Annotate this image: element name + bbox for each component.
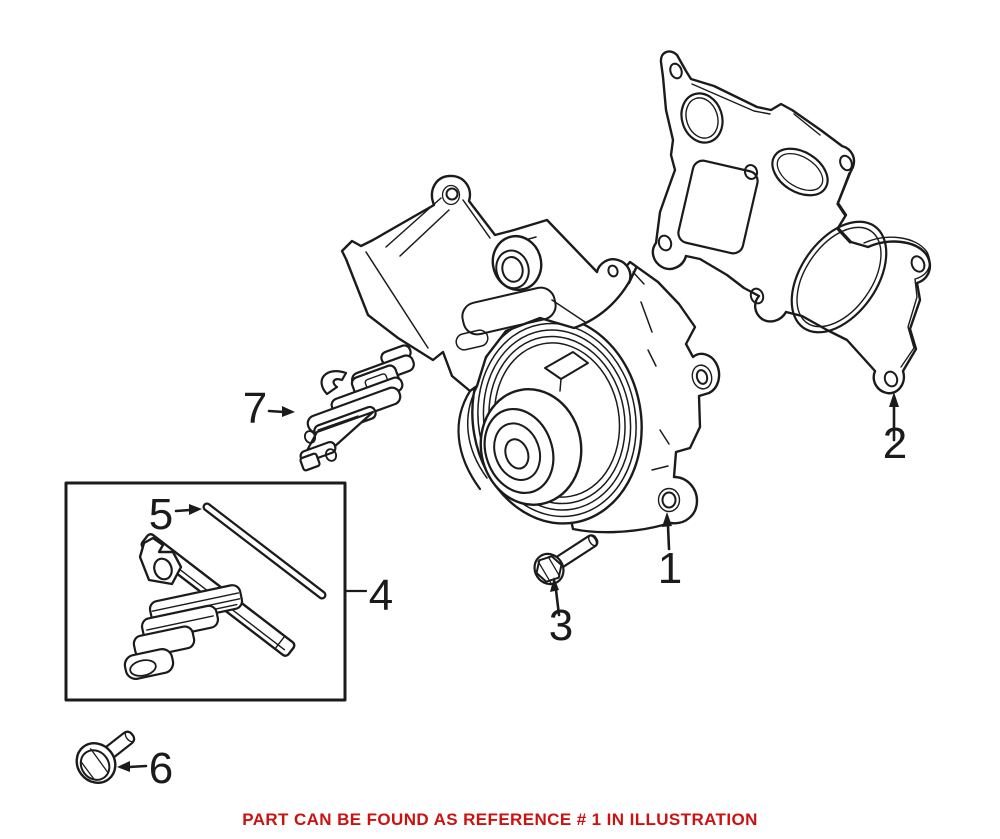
bolt-drawing <box>533 534 599 586</box>
ref-5-label: 5 <box>148 490 174 539</box>
pump-body-details <box>632 271 670 471</box>
water-pump-drawing <box>340 174 721 534</box>
thermostat-drawing <box>299 344 415 472</box>
ref-7-arrow <box>267 406 295 417</box>
thermostat-housing-drawing <box>123 533 296 680</box>
pin-drawing <box>202 502 327 600</box>
gasket-drawing <box>651 50 932 395</box>
ref-3-arrow <box>550 577 561 617</box>
ref-6-label: 6 <box>148 744 174 793</box>
ref-3-label: 3 <box>548 601 574 650</box>
gasket-mid-port <box>771 147 829 197</box>
kit-box <box>64 481 347 702</box>
bracket-details <box>365 197 586 349</box>
ref-4-label: 4 <box>368 571 394 620</box>
gasket-round-port <box>680 92 724 144</box>
ref-2-label: 2 <box>882 419 908 468</box>
pump-bracket <box>340 174 638 393</box>
ref-5-arrow <box>174 504 202 515</box>
gasket-square-port <box>677 159 759 255</box>
gasket-bolt-holes <box>657 62 926 388</box>
ref-2-arrow <box>889 392 899 442</box>
pump-pulley <box>471 315 643 525</box>
ref-6-arrow <box>117 761 148 772</box>
flange-bolt-drawing <box>75 730 136 784</box>
ref-7-label: 7 <box>242 384 268 433</box>
gasket-main-port <box>790 220 888 334</box>
caption: PART CAN BE FOUND AS REFERENCE # 1 IN IL… <box>242 810 758 829</box>
reference-arrows <box>117 392 899 772</box>
ref-1-label: 1 <box>657 544 683 593</box>
pump-hub <box>483 407 555 495</box>
pump-boss <box>491 234 543 292</box>
ref-1-arrow <box>662 512 672 551</box>
